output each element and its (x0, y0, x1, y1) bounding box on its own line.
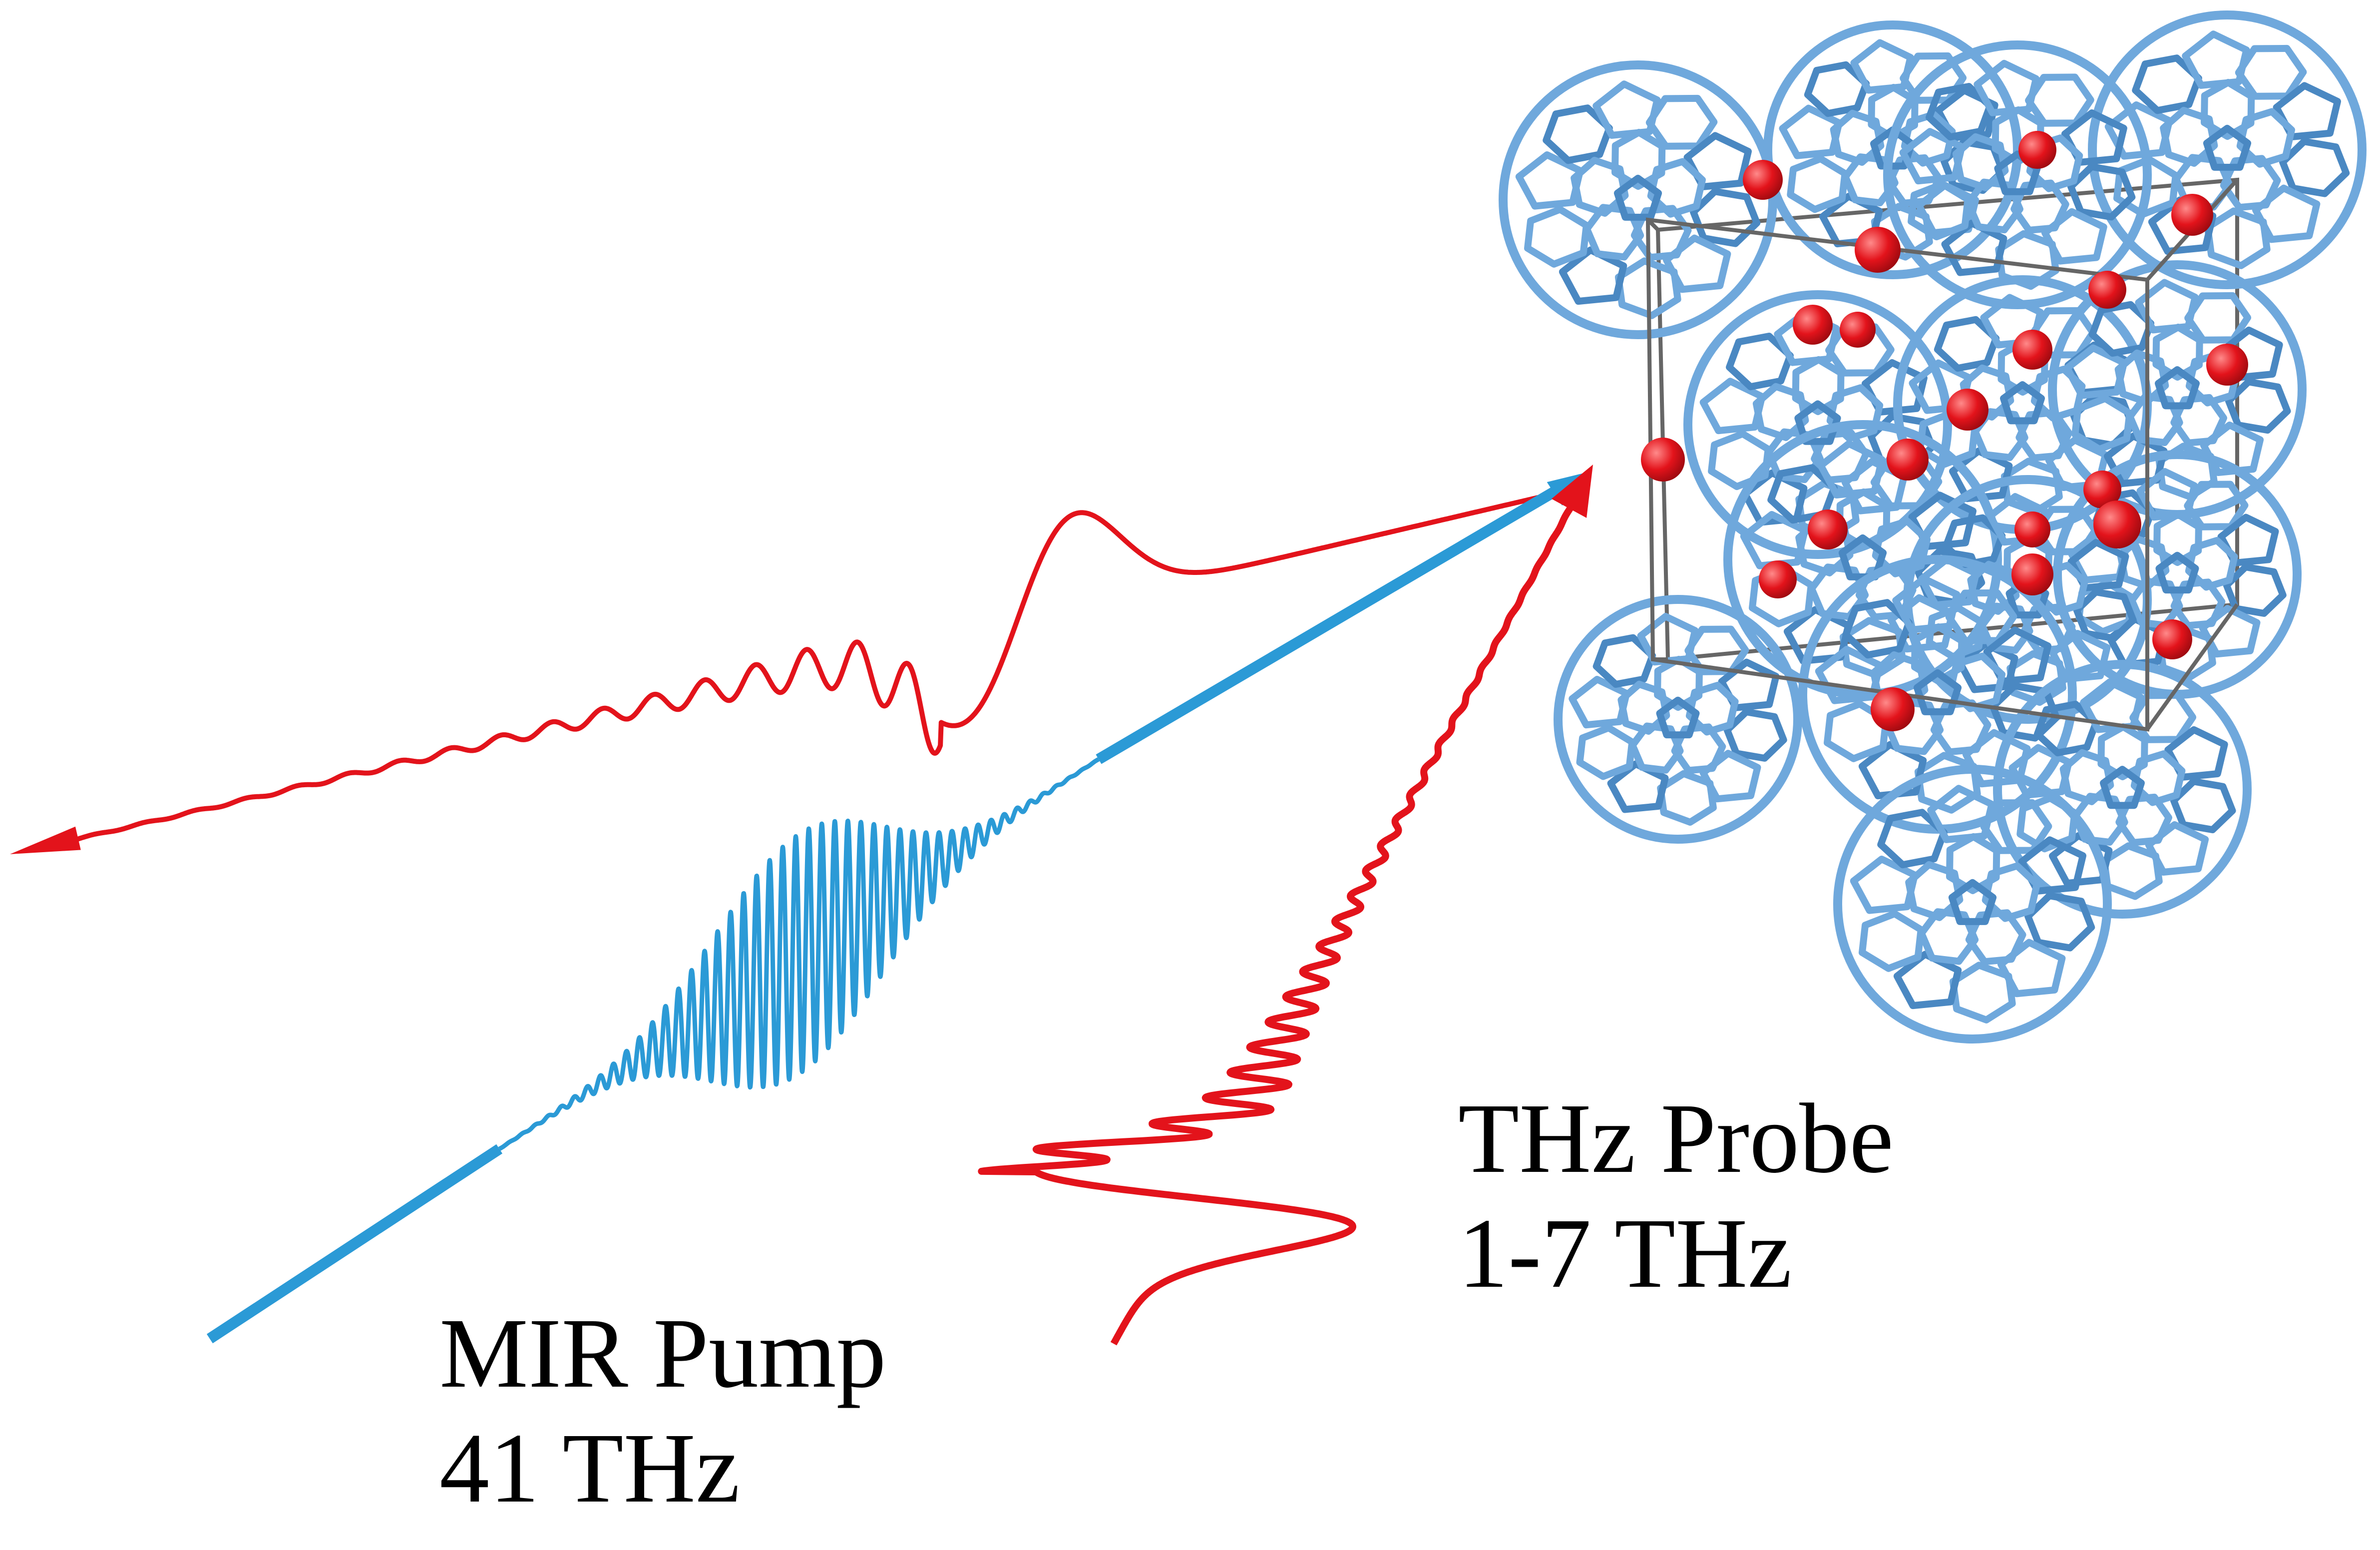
fullerene-cage (1833, 765, 2112, 1043)
dopant-atom (2012, 330, 2052, 370)
dopant-atom (1759, 560, 1797, 598)
fullerene-cage (1554, 595, 1802, 844)
dopant-atom (2014, 512, 2050, 547)
dopant-atom (1808, 510, 1848, 549)
dopant-atom (2152, 619, 2192, 659)
fullerene-cage (1798, 555, 2077, 834)
dopant-atom (1871, 687, 1915, 731)
thz-probe-pulse (978, 482, 1587, 1347)
dopant-atom (1743, 160, 1783, 200)
dopant-atom (1641, 438, 1685, 482)
dopant-atoms (1641, 131, 2248, 731)
dopant-atom (2206, 344, 2248, 386)
unit-cell-edge (2145, 603, 2239, 731)
fulleride-crystal (1499, 10, 2367, 1043)
pump-label: MIR Pump 41 THz (439, 1304, 886, 1519)
pump-label-line1: MIR Pump (439, 1298, 886, 1409)
probe-label-line1: THz Probe (1458, 1083, 1894, 1194)
mir-pump-beam-line (206, 1144, 503, 1344)
thz-probe-arrowhead (1551, 465, 1593, 518)
probe-label-line2: 1-7 THz (1458, 1198, 1792, 1309)
fullerene-cage (1499, 60, 1777, 339)
dopant-atom (2011, 553, 2053, 595)
dopant-atom (1840, 312, 1876, 348)
dopant-atom (2093, 501, 2141, 548)
mir-pump-beam-line-to-sample (1096, 485, 1561, 764)
dopant-atom (1887, 439, 1929, 481)
reflected-probe-arrowhead (10, 826, 81, 854)
dopant-atom (2088, 271, 2126, 309)
dopant-atom (1947, 389, 1988, 431)
mir-pump-pulse (497, 757, 1101, 1151)
dopant-atom (2171, 194, 2213, 236)
fullerene-cage (2088, 10, 2367, 289)
dopant-atom (1855, 227, 1901, 273)
reflected-probe-pulse (53, 485, 1585, 847)
pump-label-line2: 41 THz (439, 1413, 740, 1524)
fullerene-cages (1499, 10, 2367, 1043)
dopant-atom (2083, 471, 2121, 509)
dopant-atom (2018, 131, 2056, 169)
probe-label: THz Probe 1-7 THz (1458, 1089, 1894, 1304)
beams (10, 465, 1593, 1347)
dopant-atom (1793, 305, 1833, 345)
unit-cell-edge (1646, 218, 1659, 231)
